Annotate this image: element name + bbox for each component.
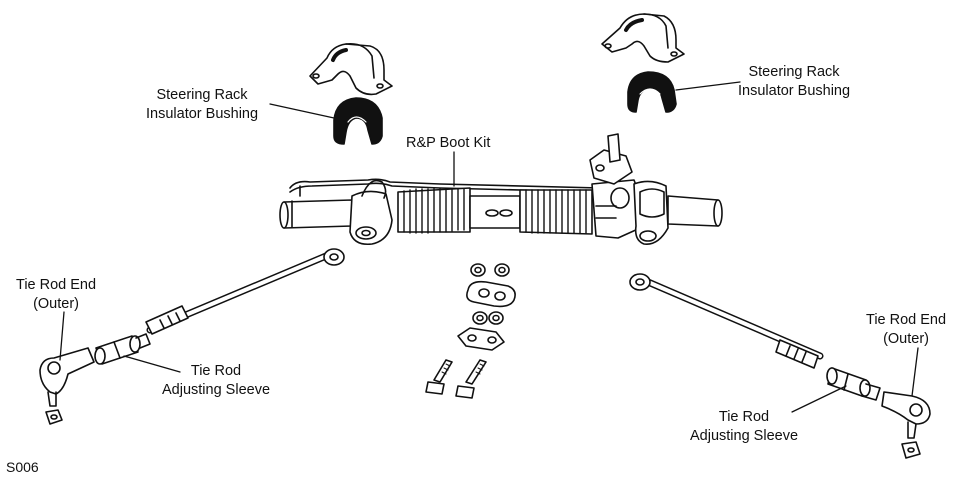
label-boot-kit-text: R&P Boot Kit — [406, 135, 491, 151]
mounting-hardware — [425, 263, 516, 399]
label-tie-rod-end-right-line2: (Outer) — [883, 331, 929, 347]
label-sleeve-left: Tie Rod Adjusting Sleeve — [162, 362, 270, 400]
tie-rod-end-right — [881, 391, 931, 459]
label-bushing-right: Steering Rack Insulator Bushing — [738, 63, 850, 101]
tie-rod-end-left — [39, 347, 95, 425]
label-bushing-left: Steering Rack Insulator Bushing — [146, 86, 258, 124]
insulator-bushing-right — [627, 71, 677, 113]
label-tie-rod-end-left: Tie Rod End (Outer) — [16, 276, 96, 314]
rack-housing — [279, 133, 723, 246]
label-tie-rod-end-left-line1: Tie Rod End — [16, 277, 97, 293]
insulator-bushing-left — [333, 97, 383, 145]
label-sleeve-left-line2: Adjusting Sleeve — [162, 382, 271, 398]
label-bushing-left-line2: Insulator Bushing — [146, 106, 259, 122]
inner-tie-rod-right — [629, 273, 824, 369]
label-bushing-right-line1: Steering Rack — [748, 64, 840, 80]
label-sleeve-right-line2: Adjusting Sleeve — [690, 428, 799, 444]
label-sleeve-right-line1: Tie Rod — [718, 409, 770, 425]
label-tie-rod-end-right-line1: Tie Rod End — [866, 312, 947, 328]
inner-tie-rod-left — [145, 248, 345, 335]
label-tie-rod-end-left-line2: (Outer) — [33, 296, 79, 312]
label-bushing-right-line2: Insulator Bushing — [738, 83, 851, 99]
label-sleeve-left-line1: Tie Rod — [190, 363, 242, 379]
label-bushing-left-line1: Steering Rack — [156, 87, 248, 103]
label-boot-kit: R&P Boot Kit — [406, 134, 490, 153]
bushing-clamp-right — [601, 13, 685, 63]
label-tie-rod-end-right: Tie Rod End (Outer) — [866, 311, 946, 349]
figure-code: S006 — [6, 459, 39, 475]
bushing-clamp-left — [309, 42, 393, 96]
adjusting-sleeve-left — [94, 333, 151, 365]
label-sleeve-right: Tie Rod Adjusting Sleeve — [690, 408, 798, 446]
adjusting-sleeve-right — [826, 367, 881, 401]
leader-lines — [59, 81, 919, 413]
